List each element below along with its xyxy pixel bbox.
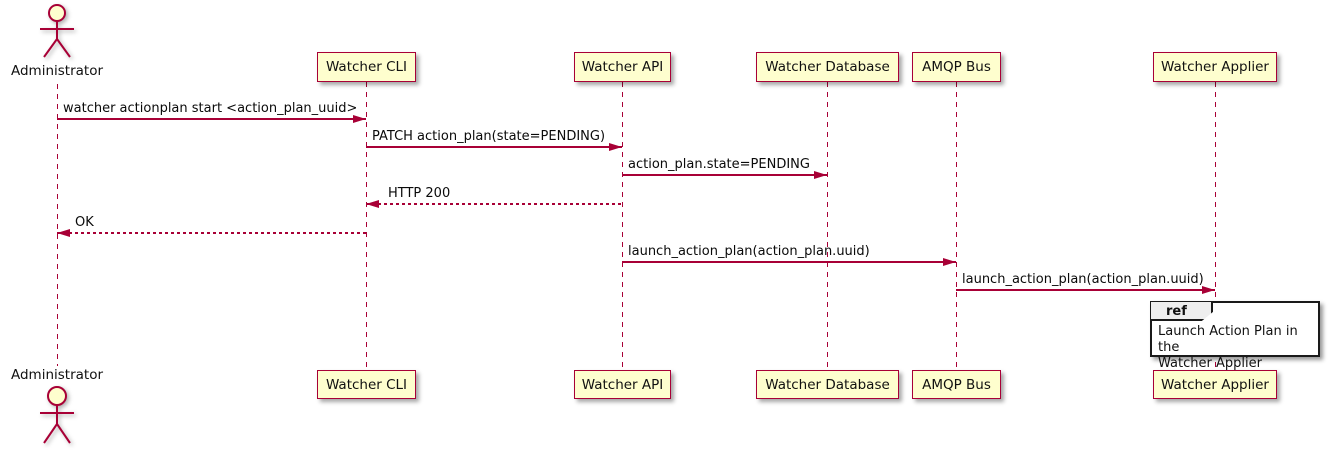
lifeline-watcher-cli <box>365 82 367 370</box>
arrowhead-icon <box>366 199 379 208</box>
ref-tab <box>1151 302 1213 321</box>
participant-watcher-cli-top: Watcher CLI <box>317 52 416 82</box>
arrowhead-icon <box>353 114 366 123</box>
message-label: watcher actionplan start <action_plan_uu… <box>63 101 358 116</box>
lifeline-watcher-database <box>826 82 828 370</box>
participant-watcher-database-bottom: Watcher Database <box>756 370 899 399</box>
participant-watcher-api-bottom: Watcher API <box>574 370 671 399</box>
ref-keyword: ref <box>1166 304 1187 319</box>
actor-administrator-label-top: Administrator <box>10 63 104 79</box>
message-line <box>57 118 366 120</box>
lifeline-amqp-bus <box>955 82 957 370</box>
message-label: HTTP 200 <box>388 186 451 201</box>
message-line <box>57 232 366 234</box>
message-line <box>956 289 1215 291</box>
arrowhead-icon <box>57 228 70 237</box>
message-label: PATCH action_plan(state=PENDING) <box>372 129 606 144</box>
actor-administrator-label-bottom: Administrator <box>10 367 104 383</box>
participant-watcher-applier-bottom: Watcher Applier <box>1153 370 1277 399</box>
message-label: launch_action_plan(action_plan.uuid) <box>962 272 1204 287</box>
participant-amqp-bus-bottom: AMQP Bus <box>912 370 1001 399</box>
participant-amqp-bus-top: AMQP Bus <box>912 52 1001 82</box>
message-line <box>622 174 827 176</box>
lifeline-watcher-api <box>621 82 623 370</box>
lifeline-administrator <box>56 84 58 366</box>
message-line <box>622 261 956 263</box>
participant-watcher-cli-bottom: Watcher CLI <box>317 370 416 399</box>
participant-watcher-applier-top: Watcher Applier <box>1153 52 1277 82</box>
message-label: action_plan.state=PENDING <box>628 157 810 172</box>
arrowhead-icon <box>814 170 827 179</box>
lifeline-watcher-applier <box>1214 82 1216 370</box>
message-label: launch_action_plan(action_plan.uuid) <box>628 244 870 259</box>
participant-watcher-database-top: Watcher Database <box>756 52 899 82</box>
ref-text: Launch Action Plan in the Watcher Applie… <box>1158 324 1298 371</box>
arrowhead-icon <box>943 257 956 266</box>
arrowhead-icon <box>1202 285 1215 294</box>
message-line <box>366 203 622 205</box>
ref-fragment: ref Launch Action Plan in the Watcher Ap… <box>1150 301 1320 371</box>
message-label: OK <box>75 215 94 230</box>
actor-administrator-icon-bottom <box>40 386 74 444</box>
participant-watcher-api-top: Watcher API <box>574 52 671 82</box>
actor-administrator-icon <box>40 4 74 58</box>
arrowhead-icon <box>609 142 622 151</box>
message-line <box>366 146 622 148</box>
